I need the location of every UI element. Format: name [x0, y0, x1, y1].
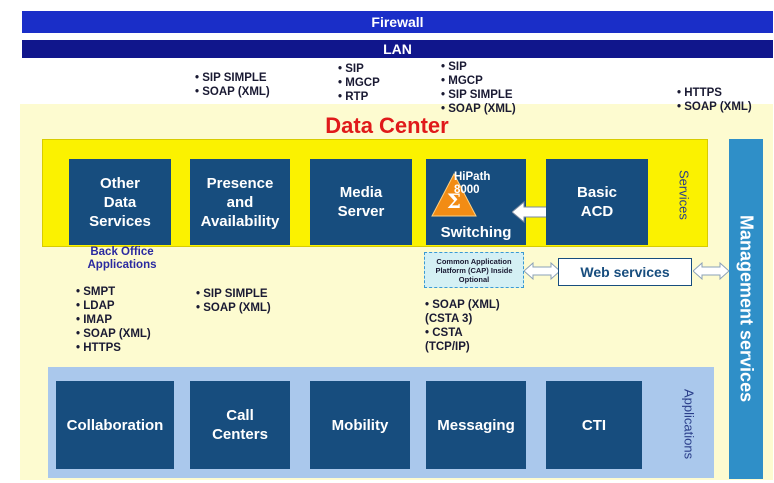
protocol-item: MGCP	[441, 74, 516, 88]
protocol-list: SOAP (XML) (CSTA 3)CSTA (TCP/IP)	[425, 298, 500, 354]
protocol-item: SOAP (XML)	[441, 102, 516, 116]
protocol-item: LDAP	[76, 299, 151, 313]
protocol-item: RTP	[338, 90, 380, 104]
protocol-item: SOAP (XML)	[195, 85, 270, 99]
double-arrow-icon	[524, 262, 560, 280]
web-services-box: Web services	[558, 258, 692, 286]
protocol-list: SIPMGCPRTP	[338, 62, 380, 104]
protocol-item: SIP	[441, 60, 516, 74]
cap-box: Common Application Platform (CAP) Inside…	[424, 252, 524, 288]
protocol-item: SIP	[338, 62, 380, 76]
management-services-label: Management services	[736, 215, 757, 403]
call-centers-box: Call Centers	[190, 381, 290, 469]
mobility-box: Mobility	[310, 381, 410, 469]
management-services-bar	[729, 139, 763, 479]
back-office-label: Back Office Applications	[87, 246, 157, 271]
protocol-item: SOAP (XML) (CSTA 3)	[425, 298, 500, 326]
protocol-item: IMAP	[76, 313, 151, 327]
protocol-item: SIP SIMPLE	[441, 88, 516, 102]
messaging-box: Messaging	[426, 381, 526, 469]
media-server-box: Media Server	[310, 159, 412, 245]
lan-bar: LAN	[22, 40, 773, 58]
basic-acd-box: Basic ACD	[546, 159, 648, 245]
svg-text:Σ: Σ	[447, 189, 461, 213]
collaboration-box: Collaboration	[56, 381, 174, 469]
switching-label: Switching	[440, 224, 512, 241]
protocol-item: HTTPS	[76, 341, 151, 355]
hipath-label: HiPath 8000	[454, 171, 491, 196]
firewall-bar: Firewall	[22, 11, 773, 33]
protocol-item: SIP SIMPLE	[196, 287, 271, 301]
protocol-item: MGCP	[338, 76, 380, 90]
protocol-item: SOAP (XML)	[196, 301, 271, 315]
other-data-services-box: Other Data Services	[69, 159, 171, 245]
protocol-item: CSTA (TCP/IP)	[425, 326, 500, 354]
protocol-list: HTTPSSOAP (XML)	[677, 86, 752, 114]
hipath-logo-icon: Σ	[431, 172, 477, 217]
cti-box: CTI	[546, 381, 642, 469]
protocol-list: SIP SIMPLESOAP (XML)	[195, 71, 270, 99]
protocol-item: SIP SIMPLE	[195, 71, 270, 85]
protocol-item: SOAP (XML)	[677, 100, 752, 114]
data-center-title: Data Center	[325, 113, 449, 138]
protocol-item: HTTPS	[677, 86, 752, 100]
protocol-list: SMPTLDAPIMAPSOAP (XML)HTTPS	[76, 285, 151, 355]
double-arrow-icon	[693, 262, 729, 280]
presence-availability-box: Presence and Availability	[190, 159, 290, 245]
services-label: Services	[676, 170, 692, 220]
applications-label: Applications	[681, 388, 697, 460]
protocol-item: SMPT	[76, 285, 151, 299]
protocol-item: SOAP (XML)	[76, 327, 151, 341]
protocol-list: SIPMGCPSIP SIMPLESOAP (XML)	[441, 60, 516, 116]
protocol-list: SIP SIMPLESOAP (XML)	[196, 287, 271, 315]
